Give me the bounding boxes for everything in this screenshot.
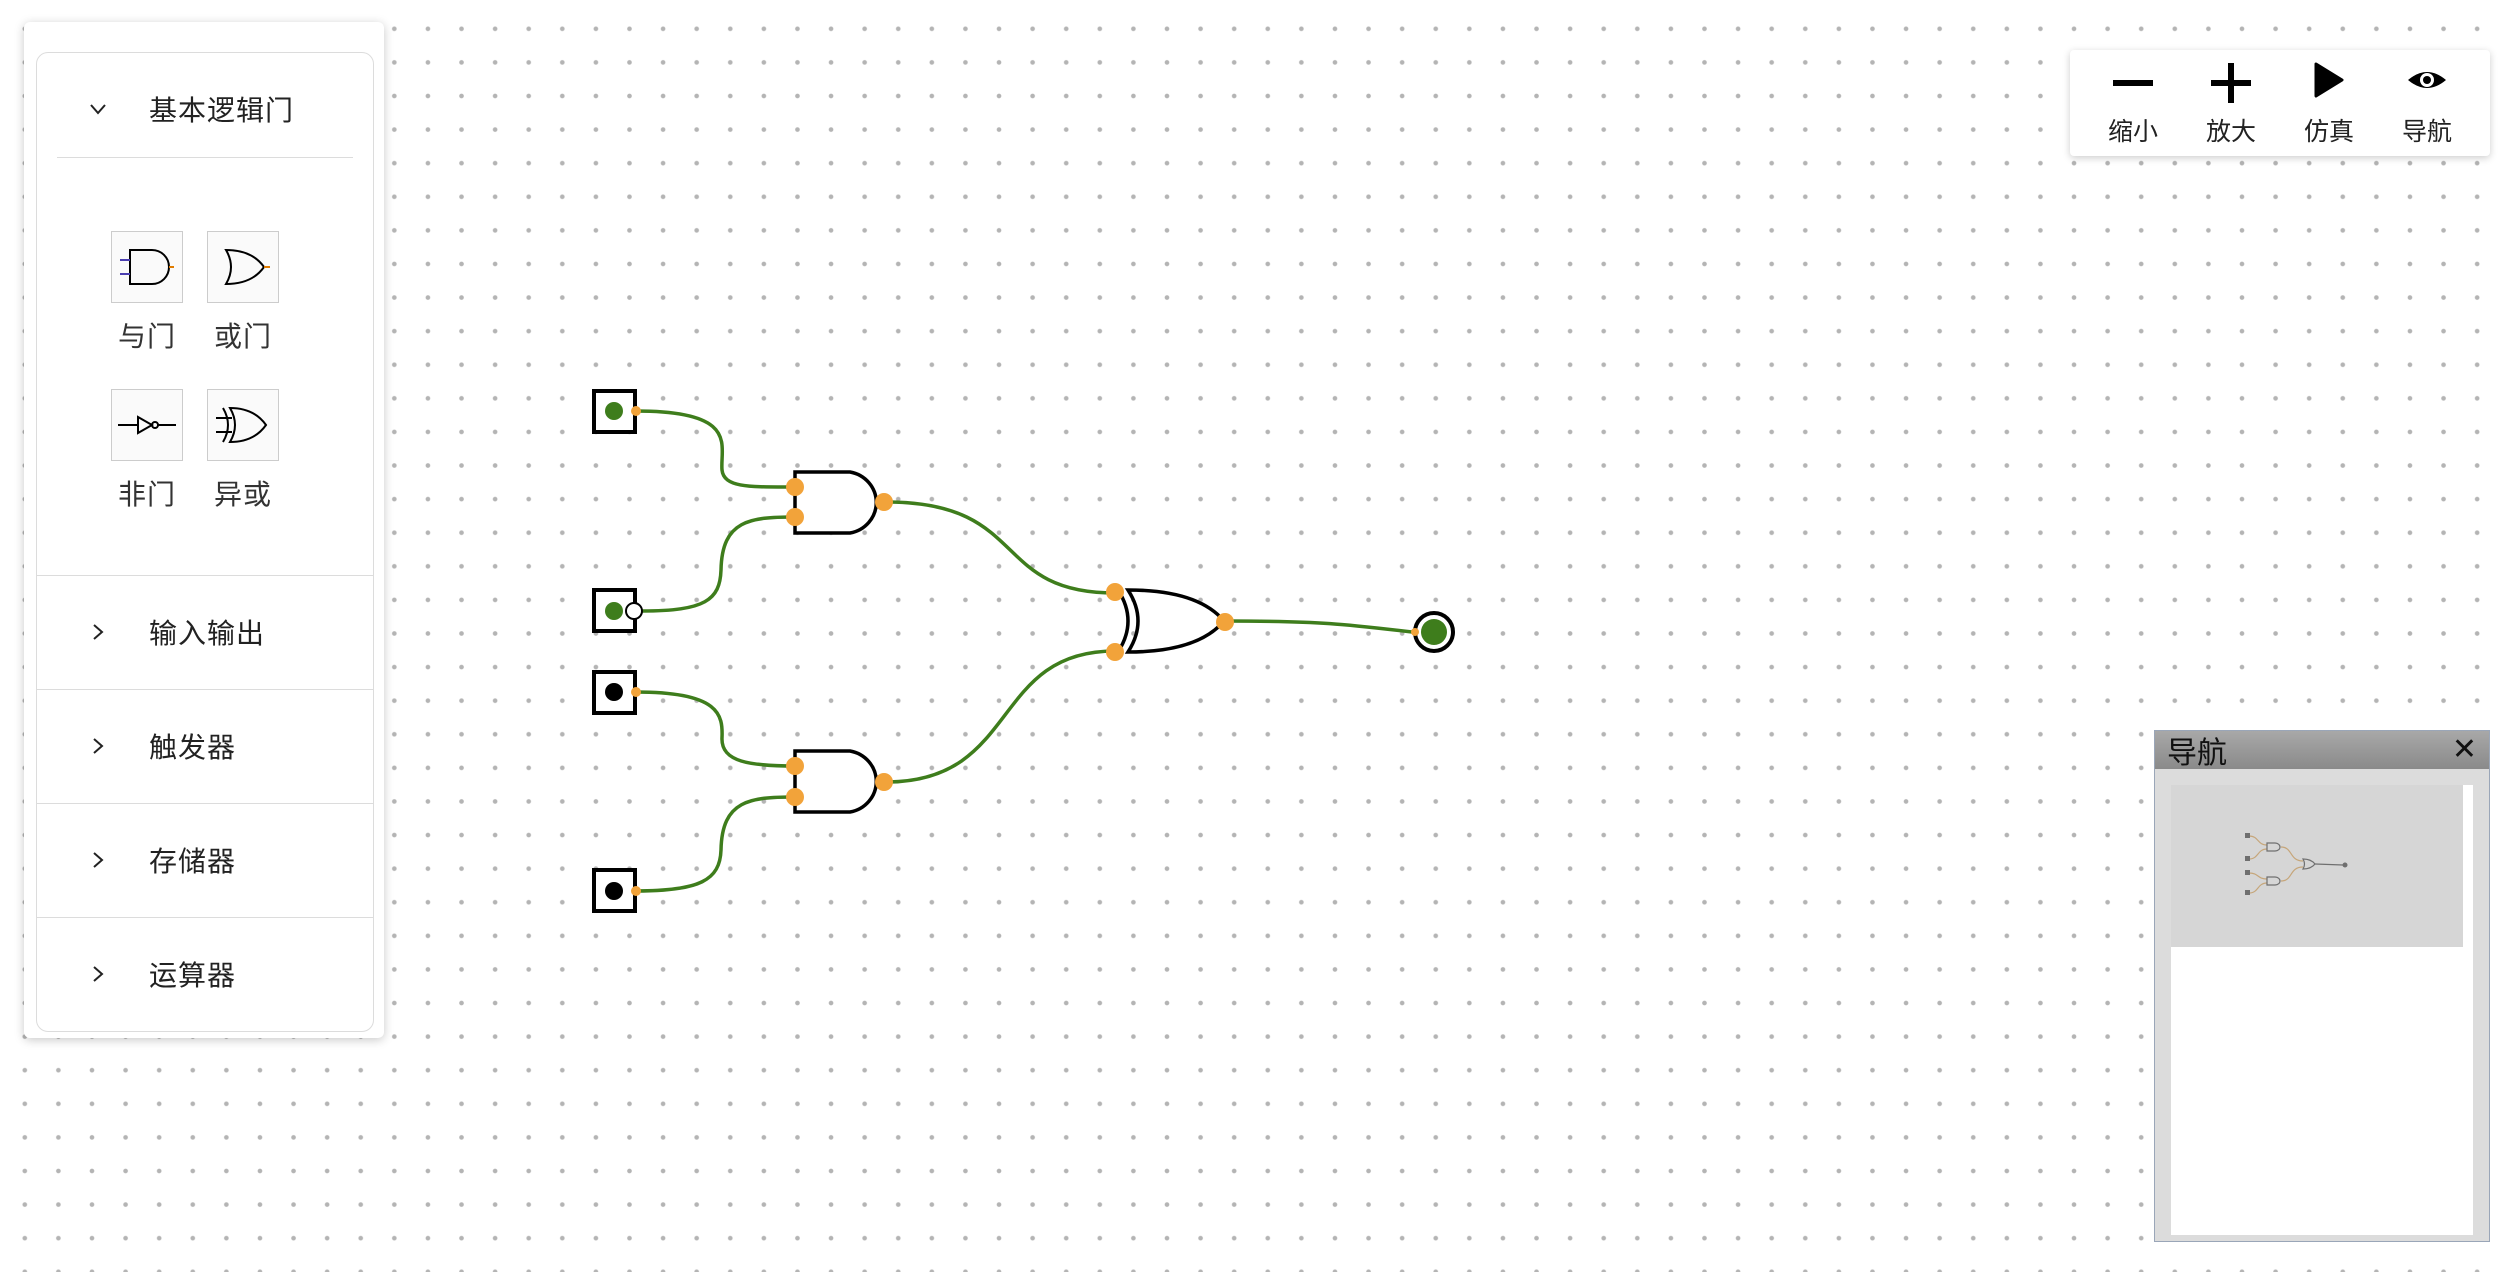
navigator-preview[interactable] (2171, 785, 2463, 947)
pin (875, 493, 893, 511)
section-label: 运算器 (149, 959, 237, 992)
simulate-button[interactable]: 仿真 (2286, 50, 2372, 156)
gate-tile-and[interactable]: 与门 (99, 231, 195, 355)
eye-icon (2404, 58, 2450, 108)
wire-in2-and1 (640, 515, 797, 613)
section-label: 触发器 (149, 731, 237, 764)
pin (786, 788, 804, 806)
chevron-right-icon (37, 965, 149, 983)
zoom-in-button[interactable]: 放大 (2188, 50, 2274, 156)
navigator-window: 导航 ✕ (2154, 730, 2490, 1242)
or-gate-icon (207, 231, 279, 303)
gate-tile-not[interactable]: 非门 (99, 389, 195, 513)
toolbar: 缩小 放大 仿真 导航 (2070, 50, 2490, 156)
section-alu[interactable]: 运算器 (37, 918, 373, 1030)
close-icon[interactable]: ✕ (2451, 732, 2477, 767)
pin (786, 478, 804, 496)
minimap-circuit (2245, 833, 2348, 895)
chevron-down-icon (37, 100, 149, 118)
output-lamp[interactable] (1413, 611, 1455, 653)
section-memory[interactable]: 存储器 (37, 804, 373, 916)
pin (631, 406, 641, 416)
input-switch-1[interactable] (592, 389, 637, 434)
input-switch-4[interactable] (592, 868, 637, 913)
section-flipflop[interactable]: 触发器 (37, 690, 373, 802)
input-switch-3[interactable] (592, 670, 637, 715)
chevron-right-icon (37, 737, 149, 755)
not-gate-icon (111, 389, 183, 461)
navigator-titlebar[interactable]: 导航 ✕ (2155, 731, 2489, 771)
pin (786, 508, 804, 526)
zoom-in-label: 放大 (2205, 117, 2256, 146)
pin (875, 773, 893, 791)
gate-name: 非门 (117, 478, 176, 511)
gate-name: 异或 (213, 478, 272, 511)
wire-and2-or (884, 649, 1117, 784)
pin (786, 757, 804, 775)
pin (631, 687, 641, 697)
wire-in3-and2 (634, 690, 797, 768)
and-gate-2[interactable] (793, 749, 878, 814)
component-accordion: 基本逻辑门 与门 或门 (36, 52, 374, 1032)
wire-or-output (1223, 619, 1422, 635)
and-gate-icon (111, 231, 183, 303)
gate-name: 或门 (213, 320, 272, 353)
pin (631, 886, 641, 896)
or-gate[interactable] (1116, 588, 1227, 654)
input-switch-2[interactable] (592, 588, 643, 633)
section-label: 基本逻辑门 (149, 94, 295, 127)
chevron-right-icon (37, 851, 149, 869)
wire-and1-or (884, 500, 1117, 595)
wire-in4-and2 (634, 795, 797, 893)
minus-icon (2110, 58, 2156, 108)
navigator-title: 导航 (2167, 736, 2227, 771)
play-icon (2306, 58, 2352, 108)
section-label: 存储器 (149, 845, 237, 878)
wire-in1-and1 (634, 409, 797, 489)
section-io[interactable]: 输入输出 (37, 576, 373, 688)
zoom-out-label: 缩小 (2107, 117, 2158, 146)
navigate-label: 导航 (2401, 117, 2452, 146)
navigate-button[interactable]: 导航 (2384, 50, 2470, 156)
divider (37, 689, 373, 690)
and-gate-1[interactable] (793, 470, 878, 535)
xor-gate-icon (207, 389, 279, 461)
pin (1216, 613, 1234, 631)
plus-icon (2208, 58, 2254, 108)
divider (37, 917, 373, 918)
navigator-body (2171, 785, 2473, 1235)
divider (37, 575, 373, 576)
divider (57, 157, 353, 158)
divider (37, 803, 373, 804)
pin (1106, 583, 1124, 601)
simulate-label: 仿真 (2303, 117, 2354, 146)
section-basic-gates[interactable]: 基本逻辑门 (37, 53, 373, 165)
pin (1106, 643, 1124, 661)
inverter-bubble (625, 602, 643, 620)
gate-tile-or[interactable]: 或门 (195, 231, 291, 355)
section-label: 输入输出 (149, 617, 266, 650)
component-panel: 基本逻辑门 与门 或门 (24, 22, 384, 1038)
chevron-right-icon (37, 623, 149, 641)
pin (1411, 628, 1419, 636)
zoom-out-button[interactable]: 缩小 (2090, 50, 2176, 156)
gate-tile-xor[interactable]: 异或 (195, 389, 291, 513)
gate-name: 与门 (117, 320, 176, 353)
